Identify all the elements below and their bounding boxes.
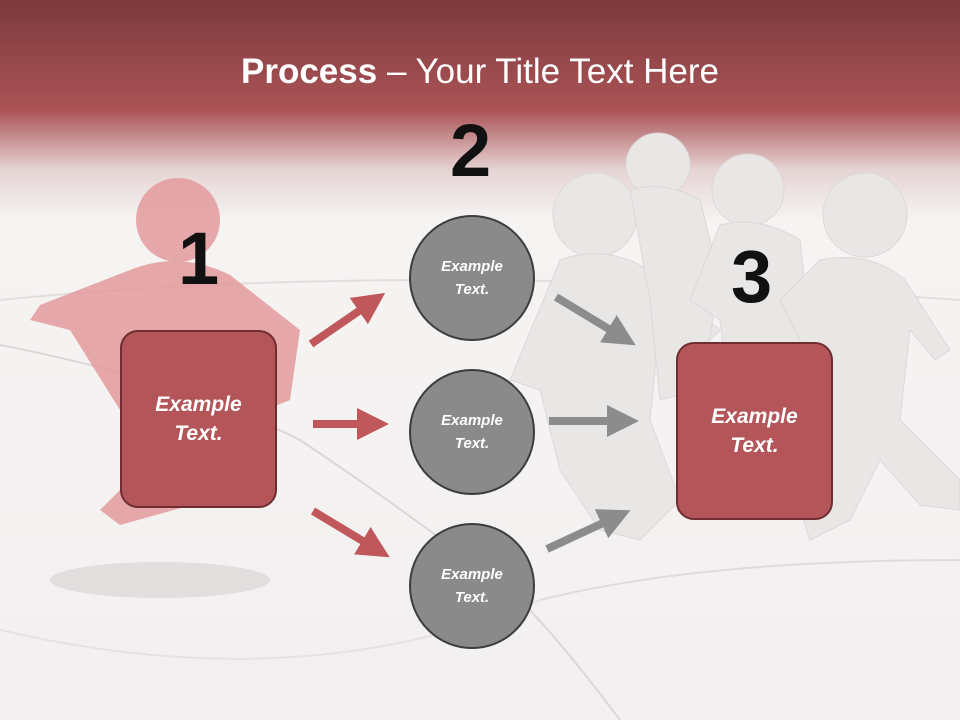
arrow-left-to-bottom	[310, 507, 390, 558]
left-box-label: Example Text.	[155, 393, 242, 445]
circle-bottom-label: Example Text.	[441, 566, 503, 606]
circle-middle: Example Text.	[409, 369, 535, 495]
circle-top: Example Text.	[409, 215, 535, 341]
right-text-box: Example Text.	[676, 342, 833, 520]
title-bold: Process	[241, 52, 378, 91]
left-text-box: Example Text.	[120, 330, 277, 508]
circle-bottom: Example Text.	[409, 523, 535, 649]
arrow-left-to-top	[308, 292, 386, 348]
circle-middle-label: Example Text.	[441, 412, 503, 452]
arrow-bottom-to-right	[545, 509, 631, 553]
right-box-label: Example Text.	[711, 405, 798, 457]
circle-top-label: Example Text.	[441, 258, 503, 298]
arrow-top-to-right	[553, 293, 636, 346]
step-number-3: 3	[731, 235, 773, 318]
slide-title: Process – Your Title Text Here	[0, 52, 960, 92]
step-number-1: 1	[178, 217, 220, 300]
step-number-2: 2	[450, 109, 492, 192]
title-rest: – Your Title Text Here	[377, 52, 719, 91]
